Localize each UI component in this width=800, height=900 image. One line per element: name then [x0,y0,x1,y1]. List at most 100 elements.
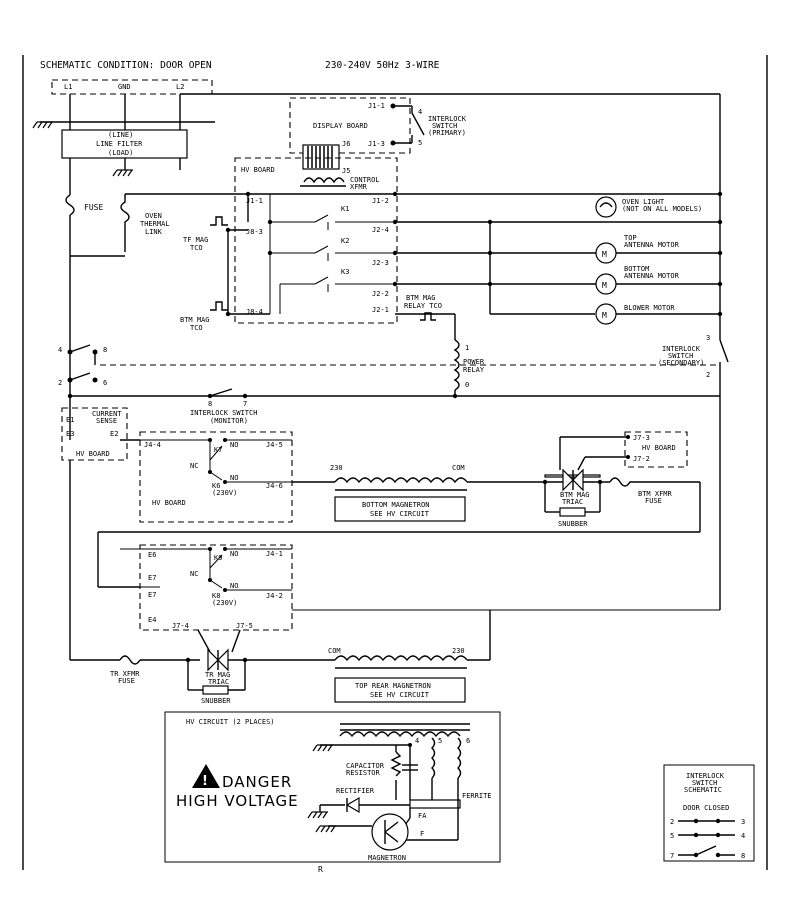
pin-j7-5: J7-5 [236,622,253,630]
power-relay-1: POWER [463,358,485,366]
btm-tco-1: BTM MAG [180,316,210,324]
pin-j4-4: J4-4 [144,441,161,449]
isch-row2-right: 4 [741,832,745,840]
monitor-pin-8: 8 [208,400,212,408]
relay-k8-1: K8 [212,592,220,600]
hv-node-5: 5 [438,737,442,745]
supply-box [51,79,213,95]
oven-thermal-link-icon [120,194,130,252]
relay-k8-2: (230V) [212,599,237,607]
label-l2: L2 [176,83,184,91]
top-magnetron-coil-icon [334,655,468,662]
left-pin-6: 6 [103,379,107,387]
tf-tco-2: TCO [190,244,203,252]
power-relay-2: RELAY [463,366,485,374]
btm-mag-relay-tco-icon [420,312,436,321]
primary-name-1: INTERLOCK [428,115,467,123]
secondary-name-3: (SECONDARY) [658,359,704,367]
bottom-magnetron-box [334,496,466,522]
pin-j4-5: J4-5 [266,441,283,449]
isch-row3-right: 8 [741,852,745,860]
display-board-name: DISPLAY BOARD [313,122,368,130]
tf-mag-tco-icon [210,216,228,226]
relay-tco-2: RELAY TCO [404,302,442,310]
no-2: NO [230,474,238,482]
fuse-icon [119,655,141,665]
top-230: 230 [452,647,465,655]
isch-row3-left: 7 [670,852,674,860]
resistor-icon [390,751,402,777]
line-filter-line: (LINE) [108,131,133,139]
primary-pin-4: 4 [418,108,422,116]
pin-j2-1: J2-1 [372,306,389,314]
relay-k6-1: K6 [212,482,220,490]
snubber-tr-label: SNUBBER [201,697,231,705]
hv-board-right [624,431,688,468]
fuse-icon [609,477,680,487]
fuse-label: FUSE [84,203,103,212]
secondary-name-2: SWITCH [668,352,693,360]
pin-j4-1: J4-1 [266,550,283,558]
relay-k6-2: (230V) [212,489,237,497]
display-j1-3: J1-3 [368,140,385,148]
pin-j7-2: J7-2 [633,455,650,463]
no-1: NO [230,441,238,449]
ferrite-label: FERRITE [462,792,492,800]
hv-circuit-title: HV CIRCUIT (2 PLACES) [186,718,275,726]
low-no-1: NO [230,550,238,558]
magnetron-tube-icon [371,813,409,851]
oven-label-1: OVEN [145,212,162,220]
pin-e6: E6 [148,551,156,559]
pin-j4-6: J4-6 [266,482,283,490]
diode-icon [345,796,360,814]
line-filter [61,129,188,159]
label-fa: FA [418,812,427,820]
isch-row2-left: 5 [670,832,674,840]
isch-title-1: INTERLOCK [686,772,725,780]
oven-label-3: LINK [145,228,163,236]
top-mag-box-2: SEE HV CIRCUIT [370,691,430,699]
snubber-btm-label: SNUBBER [558,520,588,528]
fuse-icon [65,194,75,216]
relay-pin-0: 0 [465,381,469,389]
line-filter-name: LINE FILTER [96,140,143,148]
bottom-antenna-1: BOTTOM [624,265,649,273]
secondary-name-1: INTERLOCK [662,345,701,353]
bottom-magnetron-coil-icon [334,477,468,484]
bottom-230: 230 [330,464,343,472]
monitor-name-1: INTERLOCK SWITCH [190,409,257,417]
tr-xfmr-fuse-1: TR XFMR [110,670,140,678]
relay-k9: K9 [214,554,222,562]
pin-j2-4: J2-4 [372,226,389,234]
warning-triangle-icon [192,764,220,788]
oven-light-2: (NOT ON ALL MODELS) [622,205,702,213]
tr-xfmr-fuse-2: FUSE [118,677,135,685]
top-com: COM [328,647,341,655]
primary-name-3: (PRIMARY) [428,129,466,137]
motor-icon [595,242,617,264]
label-l1: L1 [64,83,72,91]
tf-tco-1: TF MAG [183,236,208,244]
snubber-btm [559,507,586,517]
pin-j2-3: J2-3 [372,259,389,267]
motor-icon [595,273,617,295]
hv-board-right-name: HV BOARD [642,444,676,452]
control-xfmr-coil-icon [303,177,345,184]
hv-board-mid-name: HV BOARD [152,499,186,507]
current-sense-board-name: HV BOARD [76,450,110,458]
hv-xfmr-coil-icon [339,731,461,738]
hv-node-6: 6 [466,737,470,745]
pin-j1-2: J1-2 [372,197,389,205]
monitor-name-2: (MONITOR) [210,417,248,425]
interlock-schematic-box [663,764,755,862]
low-nc: NC [190,570,198,578]
line-filter-load: (LOAD) [108,149,133,157]
low-no-2: NO [230,582,238,590]
top-antenna-2: ANTENNA MOTOR [624,241,680,249]
danger-label: DANGER [222,773,292,791]
bottom-mag-box-2: SEE HV CIRCUIT [370,510,430,518]
isch-state: DOOR CLOSED [683,804,729,812]
btm-triac-2: TRIAC [562,498,583,506]
relay-pin-1: 1 [465,344,469,352]
btm-mag-tco-icon [210,301,228,311]
